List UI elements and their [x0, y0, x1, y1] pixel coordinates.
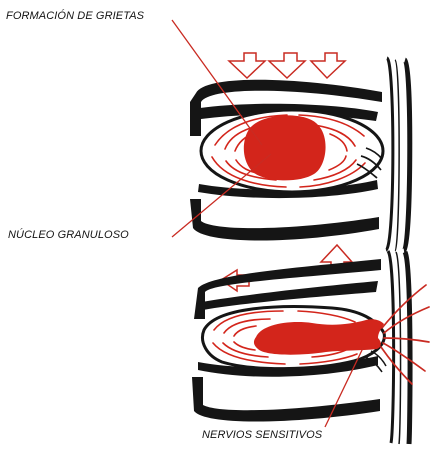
- lower-vertebra-bottom: [190, 199, 379, 241]
- granular-nucleus-label: NÚCLEO GRANULOSO: [8, 229, 129, 241]
- bottom-spinal-canal-line-3: [396, 252, 401, 444]
- bottom-spinal-canal-line-2: [405, 252, 410, 444]
- bottom-irritated-nerves: [381, 285, 429, 384]
- top-compression-arrows: [229, 53, 345, 78]
- top-disc-panel: [172, 20, 410, 251]
- bottom-lower-vertebra-bottom: [192, 377, 380, 422]
- down-arrow-3: [311, 53, 345, 78]
- down-arrow-1: [229, 53, 265, 78]
- top-spinal-canal-line-2: [404, 60, 410, 251]
- top-spinal-canal-line-3: [395, 60, 399, 251]
- top-spinal-canal-line-1: [386, 58, 393, 250]
- bottom-disc-panel: [192, 245, 429, 444]
- crack-formation-label: FORMACIÓN DE GRIETAS: [6, 10, 144, 22]
- sensory-nerves-label: NERVIOS SENSITIVOS: [202, 429, 322, 441]
- top-nucleus-pulposus: [244, 115, 326, 180]
- down-arrow-2: [269, 53, 305, 78]
